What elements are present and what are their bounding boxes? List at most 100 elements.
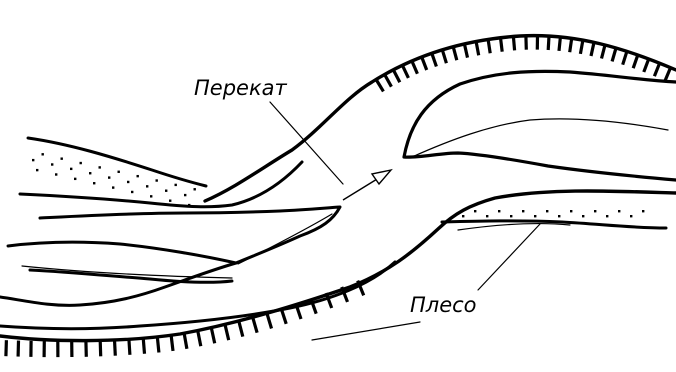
left-sandbar-dot [108, 176, 110, 178]
lower-bank-hatch-tick [100, 340, 101, 356]
left-channel-line [8, 242, 236, 263]
right-sandbar-dot [510, 215, 512, 217]
left-sandbar-dot [165, 190, 167, 192]
upper-bank-hatch-tick [376, 80, 383, 92]
left-sandbar-dot [146, 185, 148, 187]
right-sandbar-dot [546, 210, 548, 212]
left-sandbar-dot [32, 159, 34, 161]
right-sandbar-stipple [462, 210, 644, 217]
lower-steep-bank-hatching [6, 281, 364, 358]
lower-bank-hatch-tick [157, 337, 159, 353]
lower-bank-hatch-tick [143, 338, 144, 354]
lower-bank-hatch-tick [129, 339, 130, 355]
right-sandbar-dot [462, 215, 464, 217]
upper-bank-hatch-tick [476, 42, 479, 56]
upper-bank-hatch-tick [623, 51, 627, 64]
right-sandbar-dot [642, 210, 644, 212]
left-sandbar-dot [36, 169, 38, 171]
left-sandbar-dot [93, 182, 95, 184]
lower-bank-hatch-tick [225, 325, 229, 341]
lower-bank-hatch-tick [198, 331, 201, 347]
lower-bank-hatch-tick [184, 333, 187, 349]
upper-bank-hatch-tick [633, 55, 638, 68]
left-sandbar-dot [99, 166, 101, 168]
upper-bank-hatch-tick [432, 53, 437, 66]
upper-bank-hatch-tick [513, 37, 514, 51]
flow-arrow [343, 170, 391, 200]
flow-line-pool [412, 119, 668, 157]
upper-bank-hatch-tick [442, 50, 446, 63]
right-sandbar-dot [594, 210, 596, 212]
right-sandbar-dot [498, 210, 500, 212]
right-sandbar-dot [534, 215, 536, 217]
pool-leader-line-b [478, 224, 540, 290]
left-sandbar-dot [61, 157, 63, 159]
lower-bank-hatch-tick [115, 340, 116, 356]
upper-bank-hatch-tick [422, 57, 427, 70]
left-sandbar-dot [137, 175, 139, 177]
right-sandbar-dot [474, 210, 476, 212]
left-sandbar-dot [127, 181, 129, 183]
left-sandbar-dot [42, 153, 44, 155]
left-sandbar-dot [184, 194, 186, 196]
mid-channel-line [30, 270, 232, 282]
lower-bank-hatch-tick [253, 317, 257, 332]
upper-bank-hatch-tick [644, 59, 649, 72]
upper-bank-hatch-tick [488, 39, 490, 53]
left-sandbar-dot [118, 171, 120, 173]
pool-leader-line-a [312, 322, 420, 340]
upper-bank-hatch-tick [412, 61, 418, 74]
lower-bank-line [0, 191, 676, 341]
upper-steep-bank-hatching [376, 36, 670, 92]
upper-bank-hatch-tick [570, 38, 572, 52]
right-sandbar-dot [570, 210, 572, 212]
upper-bank-hatch-tick [591, 42, 594, 56]
upper-bank-hatch-tick [548, 36, 549, 50]
lower-bank-hatch-tick [267, 313, 272, 328]
lower-bank-hatch-tick [239, 321, 243, 337]
lower-bank-hatch-tick [171, 335, 173, 351]
right-sandbar-dot [618, 210, 620, 212]
right-sandbar-dot [558, 215, 560, 217]
left-sandbar-dot [175, 184, 177, 186]
pool-label: Плесо [410, 293, 477, 317]
pool-sandbar-outline [404, 71, 676, 180]
left-sandbar-dot [74, 178, 76, 180]
upper-bank-hatch-tick [402, 65, 408, 78]
left-sandbar-dot [169, 200, 171, 202]
left-sandbar-dot [51, 163, 53, 165]
upper-bank-hatch-tick [654, 63, 659, 76]
right-sandbar-dot [486, 215, 488, 217]
upper-bank-hatch-tick [501, 38, 503, 52]
upper-bank-hatch-tick [580, 40, 583, 54]
riffle-thin-line [238, 214, 332, 264]
upper-bank-hatch-tick [602, 45, 606, 59]
left-sandbar-dot [156, 179, 158, 181]
left-sandbar-dot [80, 162, 82, 164]
upper-bank-hatch-tick [453, 47, 457, 61]
upper-bank-hatch-tick [464, 44, 467, 58]
riffle-label: Перекат [194, 76, 288, 100]
left-sandbar-dot [89, 172, 91, 174]
upper-bank-hatch-tick [559, 37, 560, 51]
upper-bank-hatch-tick [385, 75, 392, 87]
lower-bank-hatch-tick [211, 328, 214, 344]
upper-bank-hatch-tick [665, 68, 670, 81]
right-sandbar-dot [606, 215, 608, 217]
left-sandbar-dot [131, 191, 133, 193]
right-sandbar-dot [630, 215, 632, 217]
right-sandbar-dot [522, 210, 524, 212]
riffle-sandbar-outline [0, 207, 340, 305]
left-sandbar-dot [70, 168, 72, 170]
flow-line-lower [458, 224, 570, 230]
left-sandbar-dot [112, 186, 114, 188]
right-sandbar-dot [582, 215, 584, 217]
left-sandbar-dot [150, 195, 152, 197]
left-sandbar-dot [55, 173, 57, 175]
left-sandbar-dot [194, 188, 196, 190]
lower-bank-hatch-tick [6, 340, 7, 356]
upper-sandbar-edge [28, 138, 206, 186]
upper-bank-line [205, 36, 676, 201]
upper-bank-hatch-tick [393, 70, 400, 82]
